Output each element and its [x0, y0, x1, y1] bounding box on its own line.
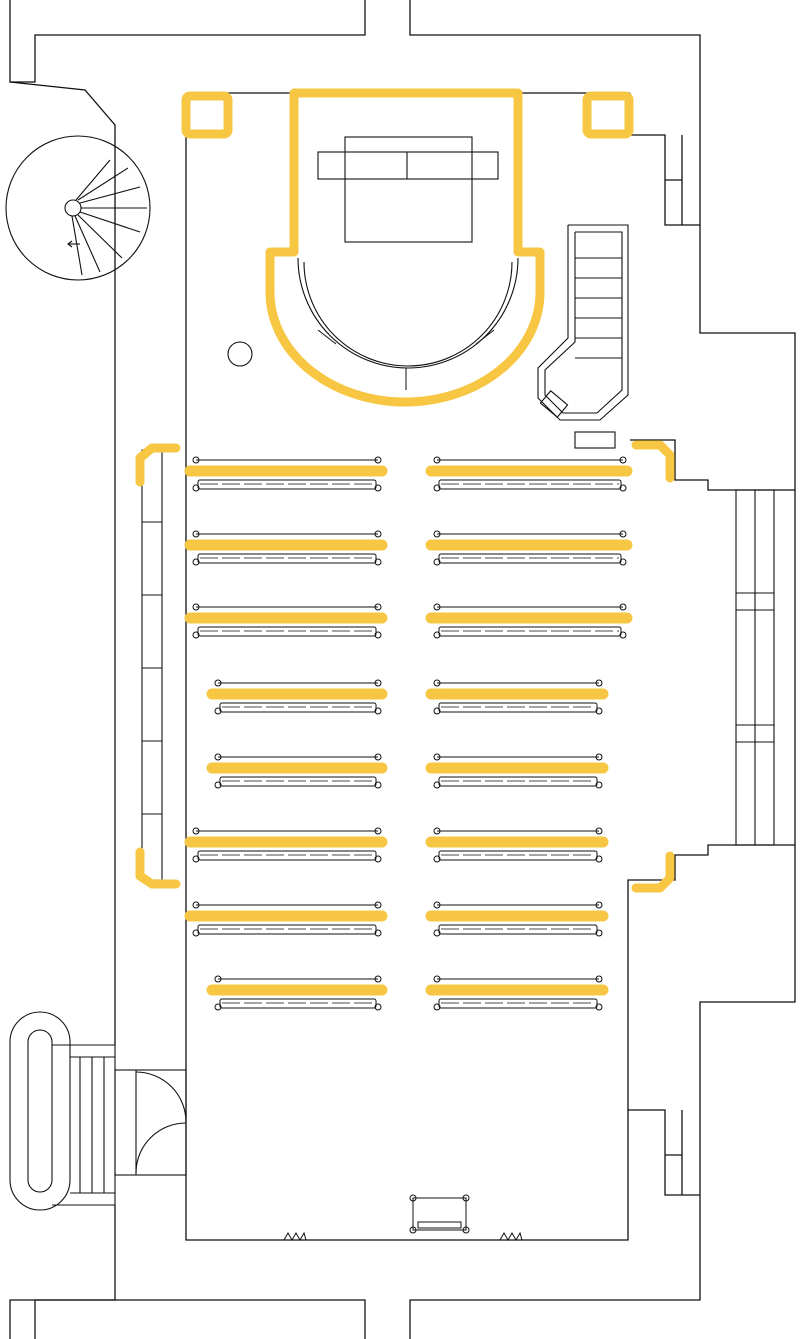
apse-platform — [265, 88, 545, 407]
top-left-wall — [9, 0, 366, 83]
pews — [184, 456, 633, 1011]
pew-left-1 — [184, 456, 388, 492]
corner-pillars — [181, 91, 634, 139]
right-side-recess — [630, 439, 795, 491]
floor-vents — [283, 1231, 523, 1242]
pew-right-1 — [425, 456, 633, 492]
pew-right-4 — [425, 679, 609, 715]
pew-left-5 — [206, 753, 388, 789]
right-side-recess-lower — [627, 844, 795, 1196]
left-wall-upper — [9, 81, 116, 1045]
pew-left-6 — [184, 827, 388, 863]
pew-left-8 — [206, 975, 388, 1011]
pew-right-6 — [425, 827, 609, 863]
pew-left-4 — [206, 679, 388, 715]
pew-left-3 — [184, 603, 388, 639]
right-entrance — [735, 489, 775, 846]
pew-right-2 — [425, 530, 633, 566]
top-right-wall — [409, 0, 701, 135]
pew-left-2 — [184, 530, 388, 566]
pew-right-3 — [425, 603, 633, 639]
nave-wall-left — [185, 140, 629, 1241]
straight-staircase — [537, 224, 629, 449]
bottom-wall — [34, 1299, 366, 1339]
pew-right-7 — [425, 901, 609, 937]
pew-area-brackets — [135, 440, 675, 893]
spiral-staircase — [5, 135, 151, 281]
pew-right-8 — [425, 975, 609, 1011]
pew-right-5 — [425, 753, 609, 789]
double-door — [114, 1069, 187, 1176]
bottom-right-wall — [409, 1195, 701, 1339]
front-table — [409, 1194, 470, 1234]
right-wall-upper — [699, 135, 796, 1195]
round-column — [227, 341, 253, 367]
pew-left-7 — [184, 901, 388, 937]
altar-table — [317, 136, 499, 243]
